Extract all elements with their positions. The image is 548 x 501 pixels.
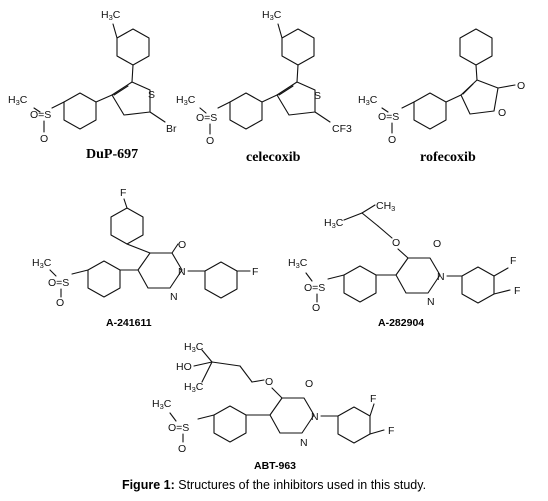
a-241611-substituent: F <box>252 266 258 278</box>
svg-text:O=S: O=S <box>196 112 217 124</box>
svg-text:HO: HO <box>176 361 192 373</box>
figure-caption: Figure 1: Structures of the inhibitors u… <box>0 478 548 492</box>
svg-text:H3C: H3C <box>262 9 282 22</box>
compound-name-a-282904: A-282904 <box>378 317 424 329</box>
svg-text:H3C: H3C <box>358 94 378 107</box>
svg-text:N: N <box>300 437 308 449</box>
svg-text:H3C: H3C <box>324 217 344 230</box>
figure-caption-text: Structures of the inhibitors used in thi… <box>178 478 427 492</box>
svg-text:H3C: H3C <box>184 341 204 354</box>
svg-text:O: O <box>388 134 396 146</box>
celecoxib-substituent: CF3 <box>332 123 352 135</box>
svg-text:O: O <box>517 80 525 92</box>
svg-text:O: O <box>56 297 64 309</box>
structure-abt-963: H3C HO H3C O O N N F F H3C O=S O ABT-963 <box>152 341 394 472</box>
svg-text:CH3: CH3 <box>376 200 395 213</box>
svg-text:O: O <box>498 107 506 119</box>
svg-text:H3C: H3C <box>184 381 204 394</box>
svg-text:O: O <box>178 239 186 251</box>
compound-name-rofecoxib: rofecoxib <box>420 150 476 165</box>
svg-text:O: O <box>40 133 48 145</box>
svg-text:H3C: H3C <box>32 257 52 270</box>
svg-text:H3C: H3C <box>288 257 308 270</box>
compound-name-dup-697: DuP-697 <box>86 147 138 162</box>
structure-a-282904: CH3 H3C O O N N F F H3C O=S O A-282904 <box>288 200 520 329</box>
svg-text:H3C: H3C <box>176 94 196 107</box>
dup-697-substituent: Br <box>166 123 177 135</box>
compound-name-celecoxib: celecoxib <box>246 150 301 165</box>
svg-text:N: N <box>437 271 445 283</box>
compound-name-abt-963: ABT-963 <box>254 460 296 472</box>
svg-text:O=S: O=S <box>30 109 51 121</box>
svg-text:O: O <box>206 135 214 147</box>
figure-caption-label: Figure 1: <box>121 478 175 492</box>
svg-text:O: O <box>305 378 313 390</box>
svg-text:H3C: H3C <box>8 94 28 107</box>
svg-text:O: O <box>265 376 273 388</box>
svg-text:S: S <box>314 90 321 102</box>
svg-text:O=S: O=S <box>48 277 69 289</box>
svg-text:F: F <box>120 187 126 199</box>
structure-rofecoxib: O O H3C O=S O rofecoxib <box>358 28 525 165</box>
abt-963-fluoro-1: F <box>370 393 376 405</box>
structure-a-241611: F O N N F H3C O=S O A-241611 <box>32 187 258 329</box>
svg-text:O=S: O=S <box>304 282 325 294</box>
svg-text:O: O <box>312 302 320 314</box>
structure-celecoxib: H3C S CF3 H3C O=S O celecoxib <box>176 9 352 165</box>
svg-text:O: O <box>392 237 400 249</box>
svg-text:O: O <box>178 443 186 455</box>
compound-name-a-241611: A-241611 <box>106 317 152 329</box>
svg-text:O: O <box>433 238 441 250</box>
sulfur-atom: S <box>148 89 155 101</box>
svg-text:O=S: O=S <box>378 111 399 123</box>
svg-text:O=S: O=S <box>168 422 189 434</box>
svg-text:H3C: H3C <box>152 398 172 411</box>
svg-text:N: N <box>170 291 178 303</box>
svg-text:N: N <box>427 296 435 308</box>
svg-text:N: N <box>311 411 319 423</box>
a-282904-fluoro-2: F <box>514 285 520 297</box>
abt-963-fluoro-2: F <box>388 425 394 437</box>
a-282904-fluoro-1: F <box>510 255 516 267</box>
svg-text:N: N <box>178 266 186 278</box>
structure-dup-697: H3C S Br H3C O=S O DuP-697 <box>8 9 177 162</box>
svg-text:H3C: H3C <box>101 9 121 22</box>
